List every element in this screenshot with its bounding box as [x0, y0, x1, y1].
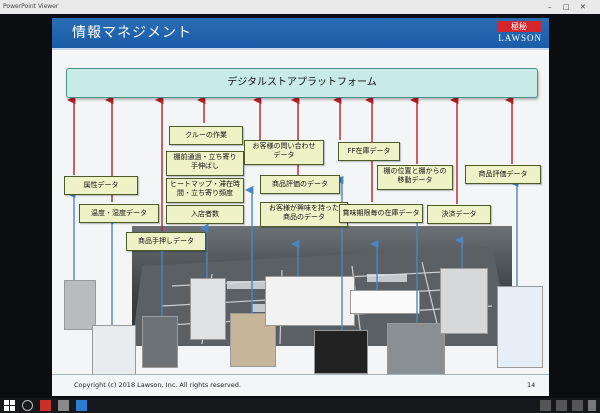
browser-icon[interactable] [76, 400, 87, 411]
label-shelf-pass: 棚前通過・立ち寄り 手伸ばし [166, 151, 244, 176]
label-shelf-pass-line2: 手伸ばし [191, 162, 219, 170]
label-heatmap-line2: 間・立ち寄り頻度 [177, 189, 233, 197]
label-customer-inquiry: お客様の問い合わせ データ [244, 140, 324, 165]
label-restock-data: 商品手押しデータ [126, 232, 206, 251]
label-shelf-position-line1: 棚の位置と棚からの [383, 167, 447, 175]
shelf-photo [142, 316, 178, 368]
label-customer-interest: お客様が興味を持った 商品のデータ [260, 202, 348, 227]
label-payment-data: 決済データ [427, 205, 491, 224]
confidential-badge: 極秘 [497, 21, 541, 32]
taskbar [0, 398, 600, 413]
label-ff-stock: FF在庫データ [338, 142, 400, 161]
label-heatmap-line1: ヒートマップ・滞在時 [170, 180, 240, 188]
label-attribute-data: 属性データ [64, 176, 138, 195]
thermometer-photo [92, 325, 136, 379]
slide-title: 情報マネジメント [72, 25, 192, 41]
network-icon[interactable] [556, 400, 567, 411]
label-interest-line1: お客様が興味を持った [269, 204, 339, 212]
label-shelf-position: 棚の位置と棚からの 移動データ [377, 165, 453, 190]
camera-photo [314, 330, 368, 374]
shelf-closeup-photo [387, 323, 445, 375]
presentation-slide: 情報マネジメント 極秘 LAWSON [52, 18, 549, 396]
label-expiry-stock: 賞味期限毎の在庫データ [339, 204, 423, 223]
window-titlebar: PowerPoint Viewer – □ ✕ [0, 0, 600, 14]
label-temperature-data: 温度・湿度データ [79, 204, 159, 223]
label-heatmap: ヒートマップ・滞在時 間・立ち寄り頻度 [166, 178, 244, 203]
slide-header: 情報マネジメント 極秘 LAWSON [52, 18, 549, 50]
beacon-photo [190, 278, 226, 340]
slide-footer: Copyright (c) 2018 Lawson, Inc. All righ… [52, 374, 549, 396]
label-visitor-count: 入店者数 [166, 205, 244, 224]
label-product-review-data: 商品評価のデータ [260, 175, 340, 194]
windows-start-icon[interactable] [4, 400, 15, 411]
label-product-evaluation: 商品評価データ [465, 165, 541, 184]
close-icon[interactable]: ✕ [580, 3, 586, 11]
label-crew-work: クルーの作業 [169, 126, 243, 145]
volume-icon[interactable] [572, 400, 583, 411]
label-shelf-position-line2: 移動データ [397, 176, 433, 184]
digital-store-platform-box: デジタルストアプラットフォーム [66, 68, 538, 98]
barcode-tag-photo [350, 290, 420, 314]
label-inquiry-line2: データ [273, 151, 295, 159]
notification-icon[interactable] [588, 400, 596, 411]
gate-photo [440, 268, 488, 334]
system-tray-icon[interactable] [540, 400, 551, 411]
label-inquiry-line1: お客様の問い合わせ [252, 142, 316, 150]
page-number: 14 [527, 381, 536, 389]
sensor-photo [64, 280, 96, 330]
powerpoint-icon[interactable] [40, 400, 51, 411]
minimize-icon[interactable]: – [548, 3, 552, 11]
lawson-logo: LAWSON [498, 33, 542, 43]
maximize-icon[interactable]: □ [563, 3, 570, 11]
window-title: PowerPoint Viewer [3, 3, 59, 10]
label-interest-line2: 商品のデータ [283, 213, 325, 221]
price-tag-photo [265, 276, 355, 326]
label-shelf-pass-line1: 棚前通過・立ち寄り [173, 153, 237, 161]
search-icon[interactable] [22, 400, 33, 411]
phone-screen-photo [497, 286, 543, 368]
app-icon[interactable] [58, 400, 69, 411]
copyright-text: Copyright (c) 2018 Lawson, Inc. All righ… [74, 381, 241, 389]
